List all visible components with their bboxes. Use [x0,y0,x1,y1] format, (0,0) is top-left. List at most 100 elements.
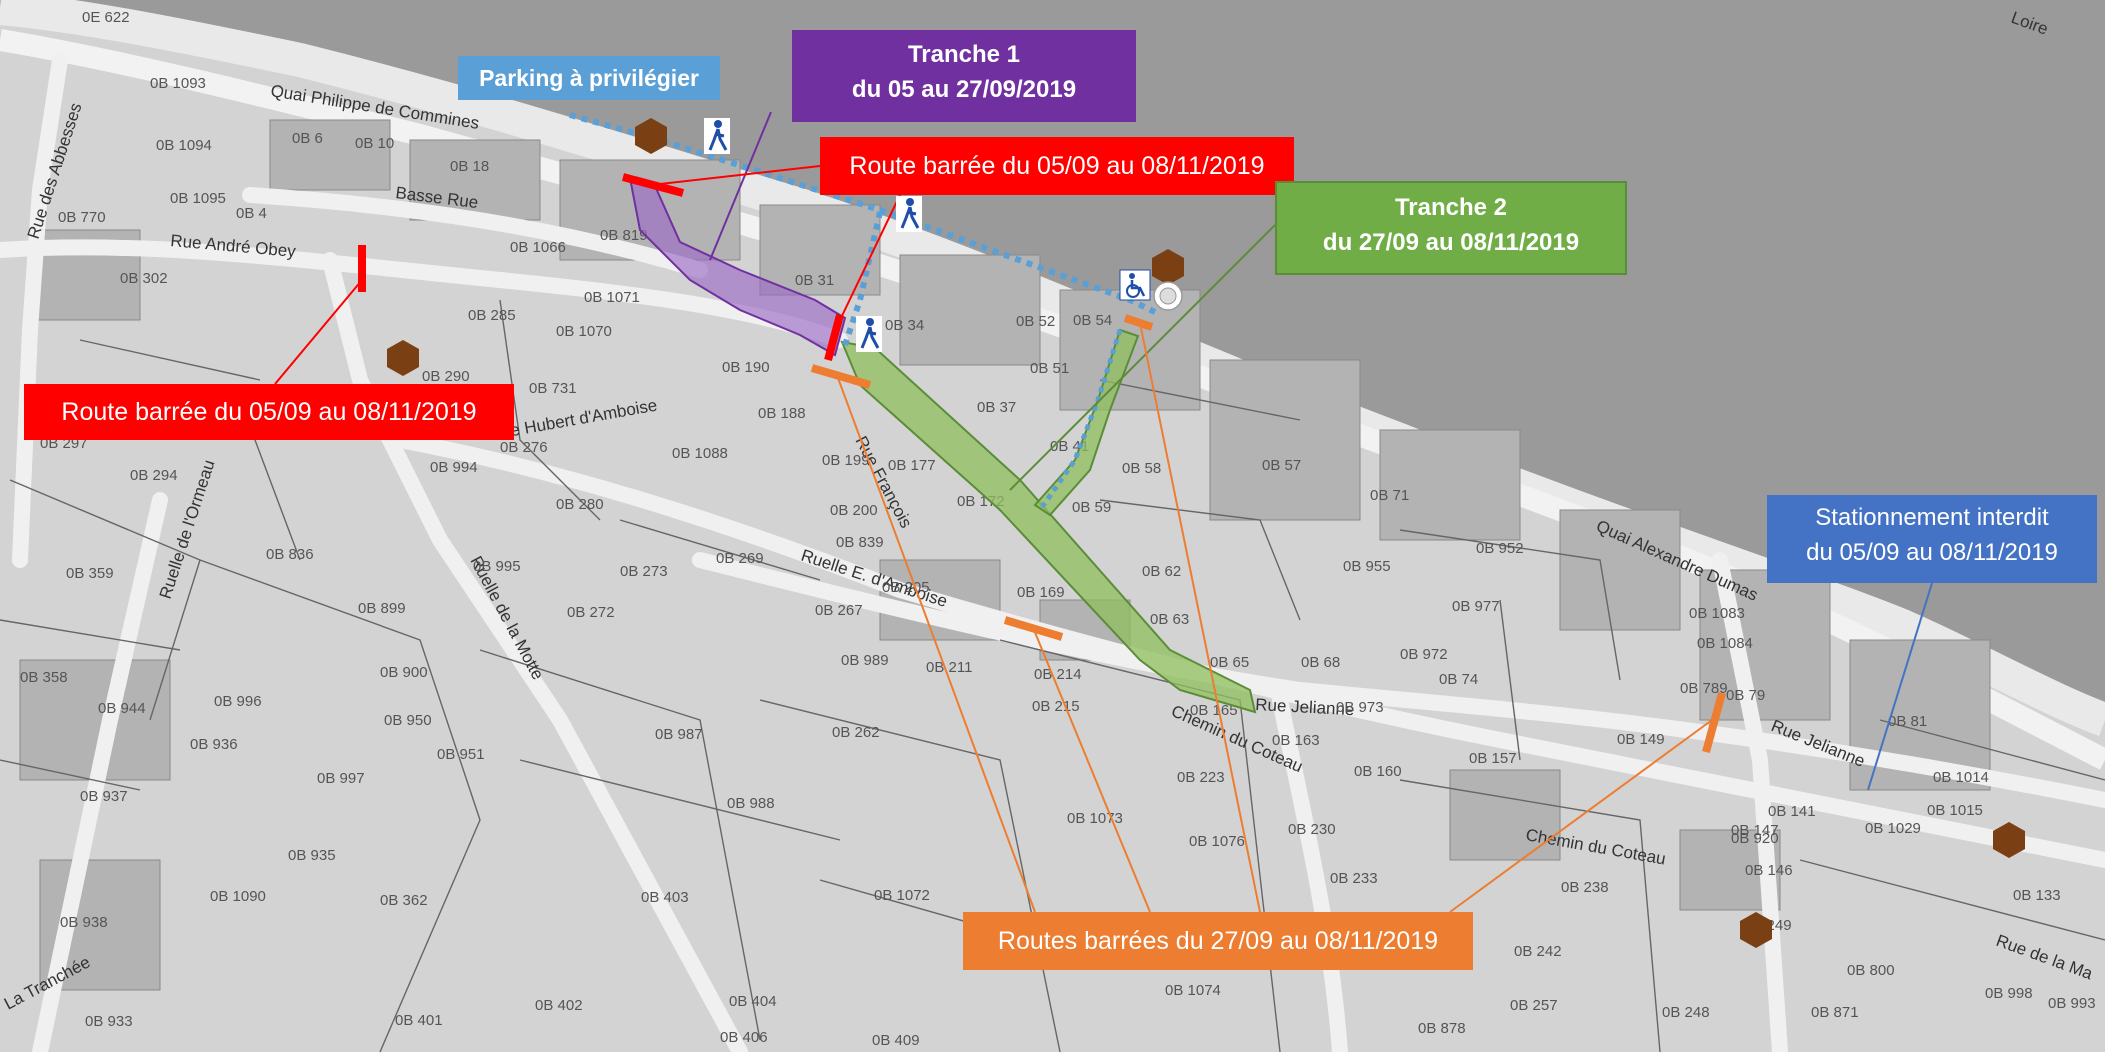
tranche1-zone [628,176,847,357]
river-loire [0,0,2105,720]
parcel-label: 0B 157 [1469,750,1517,767]
parcel-label: 0B 1015 [1927,802,1983,819]
route-barree-callout-left: Route barrée du 05/09 au 08/11/2019 [24,384,514,440]
parcel-label: 0B 54 [1073,312,1112,329]
parcel-label: 0B 997 [317,770,365,787]
parcel-label: 0B 987 [655,726,703,743]
parking-callout: Parking à privilégier [458,56,720,100]
road-block-red-3 [824,313,844,362]
pedestrian-icon [856,316,882,352]
parcel-label: 0B 285 [468,307,516,324]
brown-hexagon-icon [387,340,419,376]
parcel-label: 0B 1066 [510,239,566,256]
parking-sign-icon [1153,281,1183,311]
wheelchair-icon [1119,269,1151,301]
parcel-label: 0B 262 [832,724,880,741]
pedestrian-path-branch [842,211,883,346]
parcel-label: 0B 10 [355,135,394,152]
parcel-label: 0B 223 [1177,769,1225,786]
parcel-label: 0B 989 [841,652,889,669]
parcel-label: 0B 1074 [1165,982,1221,999]
parcel-label: 0B 1084 [1697,635,1753,652]
parcel-label: 0B 242 [1514,943,1562,960]
parcel-label: 0B 165 [1190,702,1238,719]
parcel-label: 0B 994 [430,459,478,476]
parcel-label: 0E 622 [82,9,130,26]
pedestrian-icons [704,118,922,352]
parcel-label: 0B 1088 [672,445,728,462]
parcel-label: 0B 267 [815,602,863,619]
parcel-label: 0B 147 [1731,822,1779,839]
parcel-label: 0B 280 [556,496,604,513]
parcel-label: 0B 936 [190,736,238,753]
parcel-label: 0B 52 [1016,313,1055,330]
parcel-label: 0B 272 [567,604,615,621]
parcel-label: 0B 871 [1811,1004,1859,1021]
parcel-label: 0B 31 [795,272,834,289]
parcel-label: 0B 1071 [584,289,640,306]
parcel-label: 0B 402 [535,997,583,1014]
brown-hexagon-icon [1740,912,1772,948]
pedestrian-icon [896,196,922,232]
parcel-label: 0B 294 [130,467,178,484]
parcel-label: 0B 800 [1847,962,1895,979]
parcel-label: 0B 37 [977,399,1016,416]
stationnement-line2: du 05/09 au 08/11/2019 [1806,538,2058,566]
parcel-label: 0B 133 [2013,887,2061,904]
road-network [0,52,2105,1052]
stationnement-callout: Stationnement interdit du 05/09 au 08/11… [1767,495,2097,583]
parcel-label: 0B 211 [926,659,972,676]
parcel-label: 0B 937 [80,788,128,805]
parcel-label: 0B 1094 [156,137,212,154]
parcel-label: 0B 1076 [1189,833,1245,850]
tranche2-title: Tranche 2 [1394,194,1508,221]
parcel-label: 0B 214 [1034,666,1082,683]
parcel-label: 0B 988 [727,795,775,812]
parcel-label: 0B 362 [380,892,428,909]
parcel-label: 0B 977 [1452,598,1500,615]
parcel-label: 0B 731 [529,380,577,397]
parcel-label: 0B 51 [1030,360,1069,377]
parcel-label: 0B 169 [1017,584,1065,601]
road-block-red-1 [621,173,685,197]
parcel-label: 0B 238 [1561,879,1609,896]
parcel-label: 0B 406 [720,1029,768,1046]
parcel-label: 0B 1093 [150,75,206,92]
parcel-label: 0B 952 [1476,540,1524,557]
parcel-label: 0B 276 [500,439,548,456]
parcel-label: 0B 141 [1768,803,1816,820]
parcel-label: 0B 273 [620,563,668,580]
parcel-label: 0B 215 [1032,698,1080,715]
parcel-label: 0B 839 [836,534,884,551]
parcel-label: 0B 1014 [1933,769,1989,786]
parcel-label: 0B 63 [1150,611,1189,628]
parcel-label: 0B 177 [888,457,936,474]
parcel-label: 0B 68 [1301,654,1340,671]
parcel-label: 0B 6 [292,130,323,147]
parcel-label: 0B 973 [1336,699,1384,716]
pedestrian-path [569,112,1157,315]
parcel-label: 0B 200 [830,502,878,519]
road-block-orange-4 [1702,691,1726,754]
parcel-label: 0B 955 [1343,558,1391,575]
parcel-label: 0B 403 [641,889,689,906]
parcel-label: 0B 819 [600,227,648,244]
road-block-orange-3 [1123,314,1154,331]
parcel-label: 0B 257 [1510,997,1558,1014]
parking-label: Parking à privilégier [479,65,699,91]
parcel-label: 0B 74 [1439,671,1478,688]
route-barree-left-label: Route barrée du 05/09 au 08/11/2019 [61,398,477,426]
parcel-label: 0B 920 [1731,830,1779,847]
parcel-label: 0B 248 [1662,1004,1710,1021]
pedestrian-icon [704,118,730,154]
tranche2-zone [840,340,1257,714]
parcel-label: 0B 933 [85,1013,133,1030]
parcel-label: 0B 836 [266,546,314,563]
parcel-label: 0B 57 [1262,457,1301,474]
parcel-label: 0B 401 [395,1012,443,1029]
parcel-label: 0B 404 [729,993,777,1010]
parcel-label: 0B 34 [885,317,924,334]
road-block-orange-1 [810,364,872,389]
parcel-label: 0B 65 [1210,654,1249,671]
